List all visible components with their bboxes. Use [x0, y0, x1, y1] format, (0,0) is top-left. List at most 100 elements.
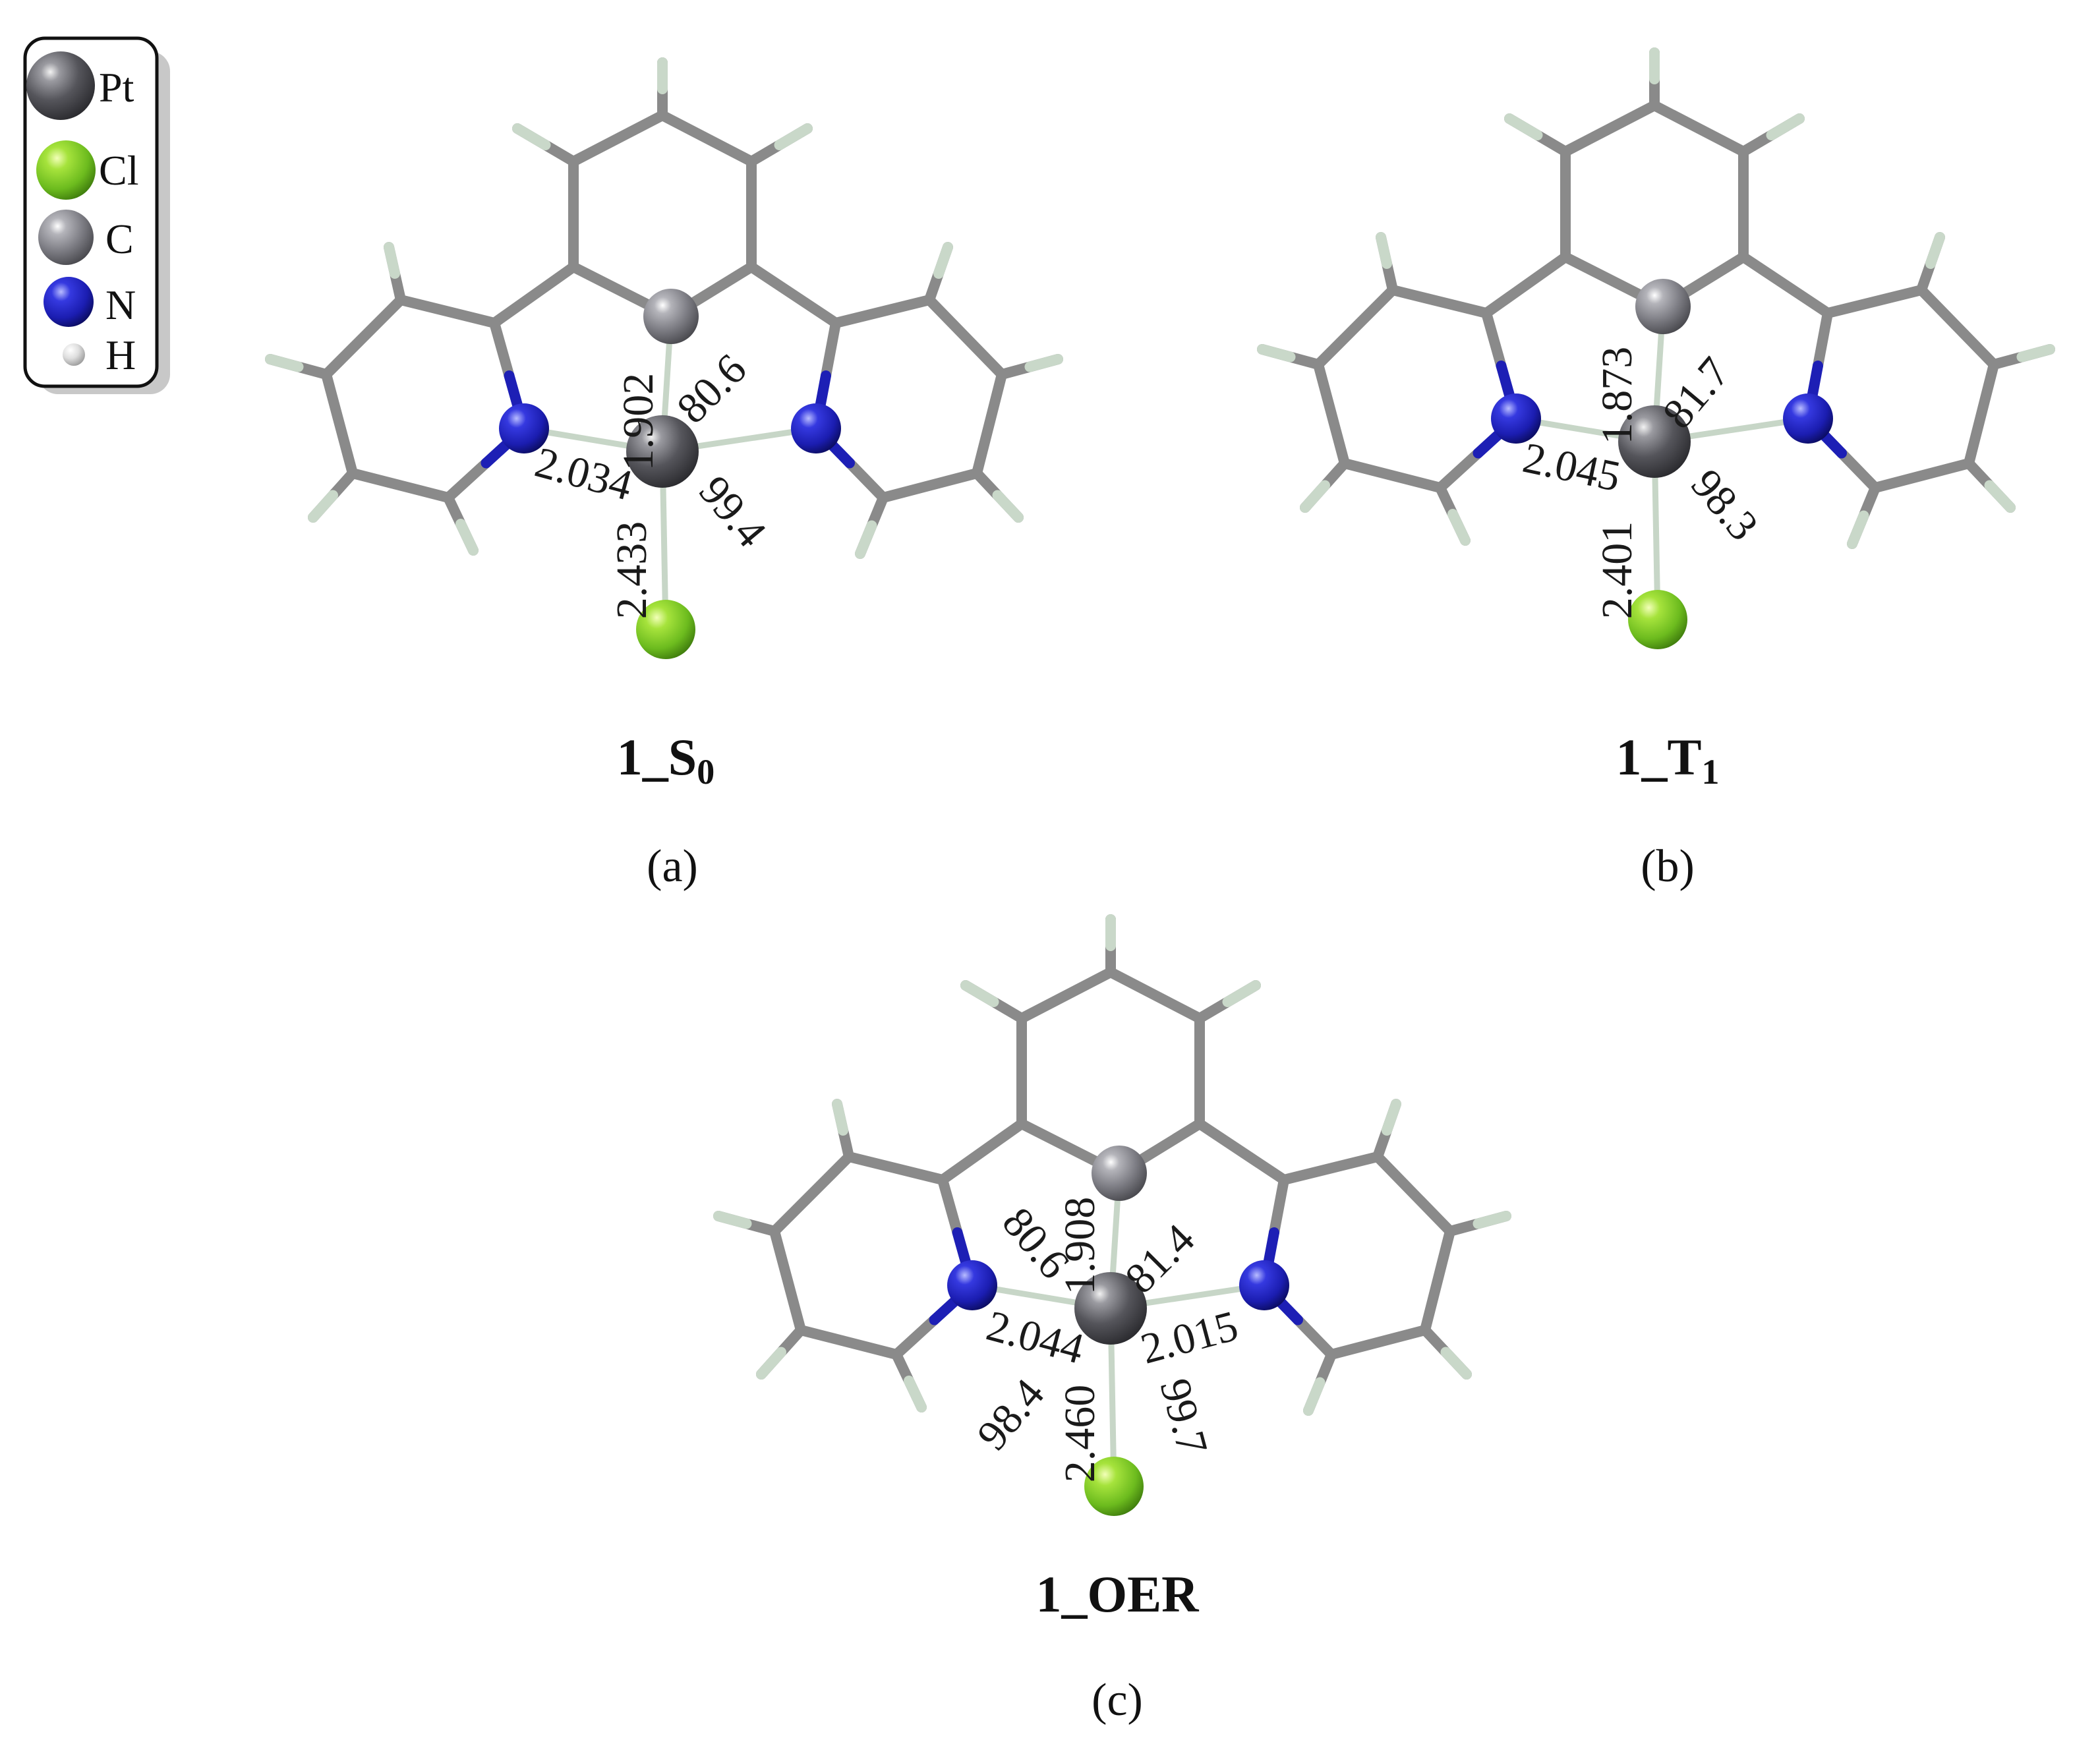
c-c-bond	[1339, 458, 1445, 493]
h-atom-stub	[1925, 232, 1945, 269]
c-c-bond	[769, 1226, 806, 1335]
c-c-bond	[1194, 1119, 1289, 1185]
chlorine-atom	[1628, 590, 1687, 649]
nitrogen-atom	[1491, 393, 1541, 444]
platinum-atom	[1074, 1272, 1147, 1345]
c-n-bond	[937, 1175, 963, 1238]
c-c-bond	[878, 468, 982, 503]
h-atom-stub	[933, 242, 953, 279]
h-atom-stub	[265, 354, 304, 372]
h-atom-stub	[713, 1211, 752, 1229]
nitrogen-atom	[499, 403, 549, 453]
c-c-bond	[347, 468, 453, 503]
legend-item-n: N	[44, 277, 136, 328]
legend-item-c: C	[38, 210, 134, 265]
c-n-bond	[844, 457, 889, 503]
c-n-bond	[1836, 448, 1881, 493]
bond-length-pt-n-right: 2.015	[1136, 1302, 1242, 1374]
h-atom-stub	[774, 123, 813, 150]
legend-label-h: H	[105, 332, 136, 378]
nitrogen-atom	[791, 403, 841, 453]
measurements-1-t1: 1.873 81.7 2.045 2.401 98.3	[1519, 347, 1767, 620]
c-c-bond	[1916, 285, 1999, 370]
angle-n-pt-cl-right: 99.7	[1151, 1374, 1217, 1459]
h-atom-stub	[1766, 113, 1805, 140]
c-c-bond	[1738, 252, 1833, 318]
c-c-bond	[1279, 1151, 1383, 1185]
bond-length-pt-n-left: 2.044	[981, 1302, 1088, 1374]
h-atom-stub	[2016, 344, 2055, 363]
c-c-bond	[937, 1119, 1027, 1185]
structure-name-1-s0: 1_S0	[468, 732, 863, 790]
c-c-bond	[657, 110, 757, 167]
legend-label-n: N	[105, 281, 136, 328]
c-c-bond	[1560, 100, 1660, 157]
c-c-bond	[844, 1151, 948, 1185]
c-c-bond	[321, 369, 358, 479]
c-c-bond	[769, 1151, 854, 1237]
h-atom-stub	[1300, 480, 1330, 513]
legend-item-h: H	[63, 332, 136, 378]
c-n-bond	[821, 318, 841, 381]
h-atom-stub	[756, 1347, 786, 1380]
nitrogen-atom	[1783, 393, 1833, 444]
h-atom-stub	[455, 519, 479, 556]
structure-name-1-oer: 1_OER	[919, 1569, 1315, 1620]
nitrogen-atom	[1239, 1260, 1289, 1310]
c-c-bond	[796, 1325, 902, 1360]
h-atom-stub	[1303, 1377, 1326, 1416]
c-c-bond	[1481, 252, 1571, 318]
h-atom-stub	[384, 242, 400, 279]
structure-name-main: 1_OER	[1035, 1565, 1199, 1623]
angle-n-pt-cl-left: 98.4	[968, 1370, 1053, 1459]
h-atom-stub	[1024, 354, 1063, 372]
h-atom-stub	[855, 520, 877, 559]
h-atom-stub	[1382, 1099, 1401, 1136]
c-c-bond	[1016, 967, 1116, 1024]
carbon-atom	[1092, 1146, 1147, 1201]
cl-swatch-icon	[36, 140, 96, 200]
c-n-bond	[443, 457, 492, 503]
h-atom-stub	[1504, 113, 1543, 140]
c-n-bond	[1293, 1314, 1337, 1360]
legend-label-cl: Cl	[99, 147, 138, 194]
legend-label-pt: Pt	[99, 64, 134, 111]
structure-name-subscript: 1	[1701, 752, 1720, 792]
h-atom-stub	[832, 1099, 848, 1136]
structure-name-subscript: 0	[697, 752, 715, 792]
h-atom-stub	[308, 490, 338, 523]
c-c-bond	[1387, 285, 1492, 318]
h-atom-stub	[1984, 480, 2016, 513]
angle-n-pt-cl: 98.3	[1681, 460, 1767, 549]
c-c-bond	[1313, 285, 1398, 370]
atom-legend: Pt Cl C N H	[23, 36, 170, 394]
c-n-bond	[1813, 308, 1833, 371]
c-c-bond	[1870, 458, 1974, 493]
c-c-bond	[321, 295, 406, 380]
molecule-1-oer	[713, 914, 1511, 1516]
c-c-bond	[1313, 359, 1350, 469]
bond-length-pt-cl: 2.401	[1593, 521, 1641, 620]
c-swatch-icon	[38, 210, 94, 265]
platinum-atom	[1618, 405, 1691, 478]
angle-n-pt-cl: 99.4	[689, 467, 775, 556]
h-atom-stub	[1847, 510, 1869, 549]
molecule-1-s0	[265, 57, 1063, 659]
pt-swatch-icon	[26, 51, 95, 120]
molecule-1-t1	[1257, 47, 2055, 649]
h-atom-stub	[1473, 1211, 1511, 1229]
h-atom-stub	[904, 1376, 927, 1412]
h-atom-stub	[992, 490, 1024, 523]
c-c-bond	[972, 369, 1007, 479]
h-atom-stub	[512, 123, 551, 150]
h-atom-stub	[1257, 344, 1296, 363]
structure-name-1-t1: 1_T1	[1470, 732, 1865, 790]
c-n-bond	[1269, 1175, 1289, 1238]
c-c-bond	[831, 295, 935, 328]
c-c-bond	[924, 295, 1007, 380]
chlorine-atom	[636, 600, 695, 659]
c-c-bond	[1964, 359, 1999, 469]
h-swatch-icon	[63, 343, 85, 366]
